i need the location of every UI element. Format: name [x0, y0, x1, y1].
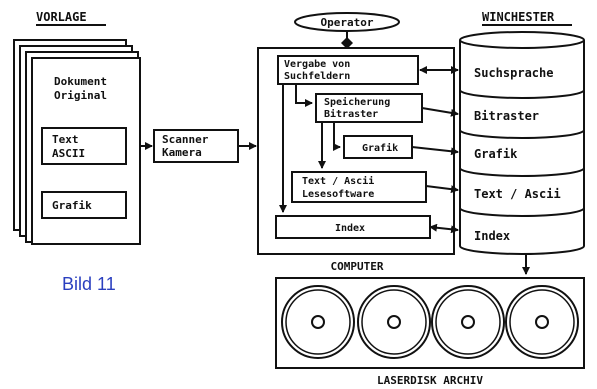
computer-grafik-label: Grafik	[362, 142, 398, 154]
index-label: Index	[335, 223, 365, 234]
laserdisk-label: LASERDISK ARCHIV	[377, 374, 483, 387]
speicherung-label-line1: Speicherung	[324, 96, 390, 108]
winchester-suchsprache: Suchsprache	[474, 66, 553, 80]
vorlage-heading: VORLAGE	[36, 10, 87, 24]
scanner-label-line2: Kamera	[162, 146, 202, 159]
computer-winchester-arrows	[411, 66, 459, 234]
computer-label: COMPUTER	[331, 260, 384, 273]
scanner-label-line1: Scanner	[162, 133, 209, 146]
scanner-box	[153, 129, 239, 163]
doc-ascii-label: ASCII	[52, 147, 85, 160]
doc-grafik-label: Grafik	[52, 199, 92, 212]
winchester-grafik: Grafik	[474, 147, 518, 161]
laserdisk-disc-icon	[281, 285, 355, 359]
operator-diamond-icon	[341, 37, 353, 49]
laserdisk-disc-icon	[431, 285, 505, 359]
text-ascii-box	[291, 171, 427, 203]
text-ascii-label-line2: Lesesoftware	[302, 189, 374, 200]
laserdisk-disc-icon	[505, 285, 579, 359]
vergabe-box	[277, 55, 419, 85]
laserdisk-discs	[281, 285, 579, 359]
winchester-heading: WINCHESTER	[482, 10, 555, 24]
operator-label: Operator	[321, 16, 374, 29]
document-label-line2: Original	[54, 89, 107, 102]
document-label-line1: Dokument	[54, 75, 107, 88]
laserdisk-disc-icon	[357, 285, 431, 359]
text-ascii-label-line1: Text / Ascii	[302, 175, 374, 187]
winchester-bitraster: Bitraster	[474, 109, 539, 123]
figure-caption: Bild 11	[62, 274, 116, 294]
computer-internal-arrows	[279, 84, 341, 213]
winchester-index: Index	[474, 229, 510, 243]
vergabe-label-line2: Suchfeldern	[284, 71, 350, 82]
doc-grafik-box	[41, 191, 127, 219]
winchester-cylinder	[459, 31, 585, 255]
doc-text-label: Text	[52, 133, 79, 146]
speicherung-box	[315, 93, 423, 123]
winchester-text-ascii: Text / Ascii	[474, 187, 561, 201]
vergabe-label-line1: Vergabe von	[284, 59, 350, 70]
doc-text-box	[41, 127, 127, 165]
speicherung-label-line2: Bitraster	[324, 108, 378, 120]
